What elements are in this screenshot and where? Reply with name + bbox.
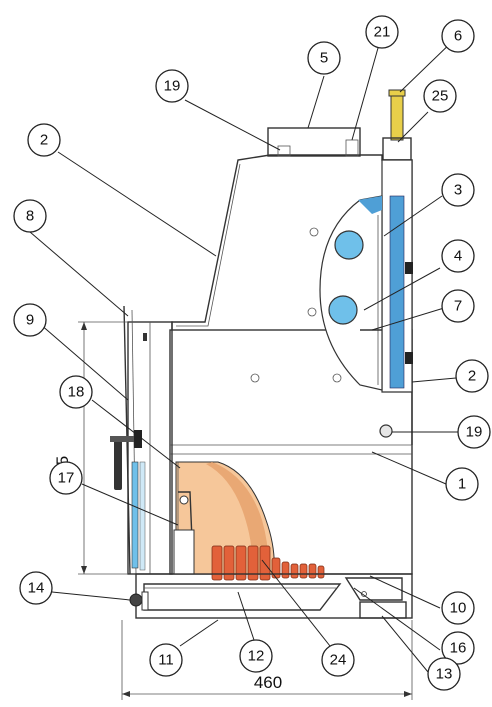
svg-text:17: 17	[58, 470, 75, 487]
callout-21: 21	[365, 15, 399, 49]
exchanger-port-upper	[334, 230, 364, 260]
svg-text:18: 18	[68, 384, 85, 401]
callout-2-right: 2	[455, 359, 489, 393]
svg-text:21: 21	[374, 24, 391, 41]
heat-exchanger	[319, 195, 383, 391]
door-glass	[131, 461, 139, 569]
svg-text:19: 19	[466, 424, 483, 441]
callout-6: 6	[441, 19, 475, 53]
svg-text:2: 2	[40, 132, 48, 149]
svg-text:25: 25	[432, 88, 449, 105]
base-frame	[135, 573, 413, 619]
svg-text:10: 10	[450, 600, 467, 617]
fan-box	[359, 601, 407, 619]
callout-25: 25	[423, 79, 457, 113]
svg-text:8: 8	[26, 208, 34, 225]
callout-4: 4	[441, 239, 475, 273]
callout-10: 10	[441, 591, 475, 625]
svg-text:4: 4	[454, 248, 462, 265]
svg-text:19: 19	[164, 78, 181, 95]
svg-text:24: 24	[330, 652, 347, 669]
burner-tubes	[211, 545, 325, 581]
callout-7: 7	[441, 289, 475, 323]
callout-1: 1	[445, 467, 479, 501]
callout-8: 8	[13, 199, 47, 233]
callout-18: 18	[59, 375, 93, 409]
door-handle	[114, 440, 122, 490]
svg-text:6: 6	[454, 28, 462, 45]
callout-3: 3	[441, 173, 475, 207]
callout-11: 11	[149, 643, 183, 677]
callout-24: 24	[321, 643, 355, 677]
top-outlet-box	[267, 127, 361, 157]
svg-text:12: 12	[248, 648, 265, 665]
dimension-width-label: 460	[254, 673, 282, 692]
svg-text:13: 13	[436, 666, 453, 683]
svg-text:1: 1	[458, 476, 466, 493]
callout-2-top: 2	[27, 123, 61, 157]
leader-lines	[29, 35, 460, 673]
air-inlet-box	[344, 577, 403, 601]
callout-5: 5	[307, 41, 341, 75]
sensor-port	[379, 424, 393, 438]
callout-12: 12	[239, 639, 273, 673]
svg-text:16: 16	[450, 640, 467, 657]
svg-text:5: 5	[320, 50, 328, 67]
svg-text:2: 2	[468, 368, 476, 385]
callout-19-top: 19	[155, 69, 189, 103]
svg-text:3: 3	[454, 182, 462, 199]
callout-19-right: 19	[457, 415, 491, 449]
svg-text:11: 11	[158, 652, 174, 669]
callout-13: 13	[427, 657, 461, 691]
stove-body	[110, 89, 413, 619]
exchanger-port-lower	[328, 295, 358, 325]
drawer-knob	[129, 593, 143, 607]
callout-9: 9	[13, 303, 47, 337]
callout-14: 14	[19, 571, 53, 605]
svg-text:7: 7	[454, 298, 462, 315]
svg-text:9: 9	[26, 312, 34, 329]
svg-text:14: 14	[28, 580, 45, 597]
callout-16: 16	[441, 631, 475, 665]
chimney-pipe	[390, 94, 404, 141]
callout-17: 17	[49, 461, 83, 495]
